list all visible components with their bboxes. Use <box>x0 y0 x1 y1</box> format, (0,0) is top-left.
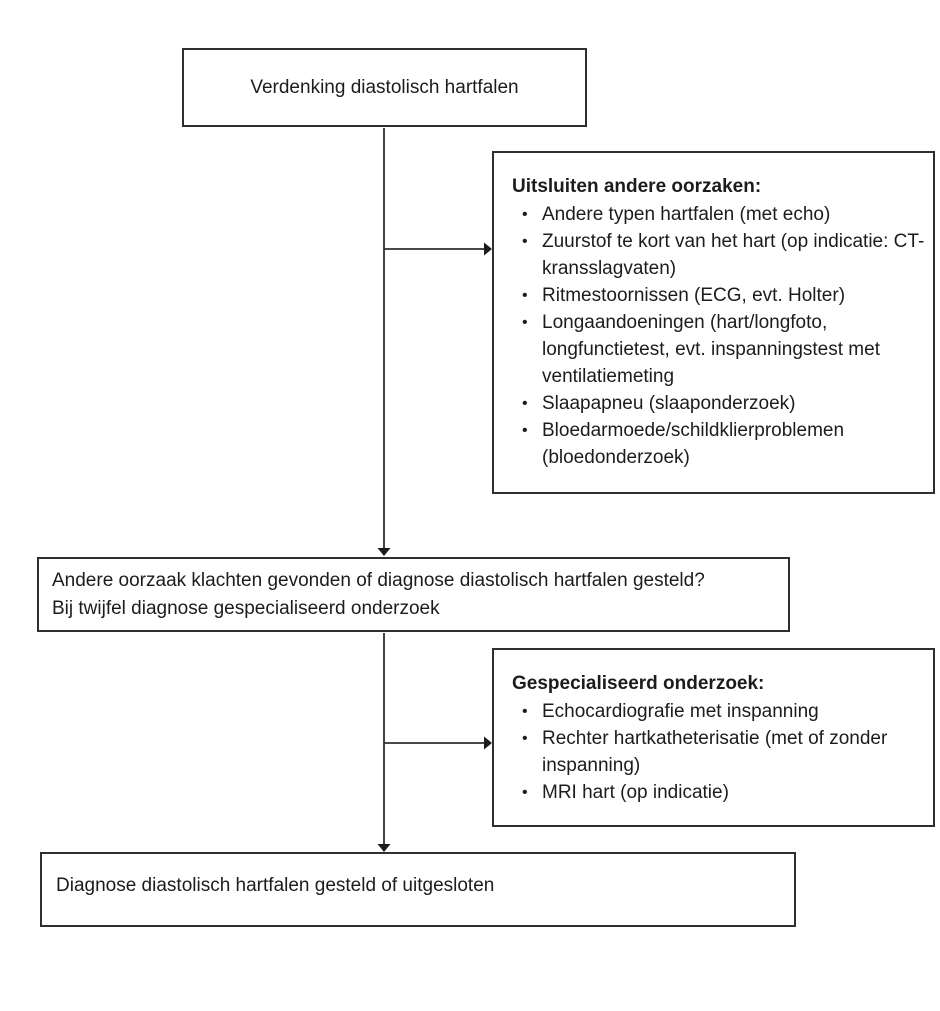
bullet-icon: • <box>522 233 528 250</box>
connector-top-to-question <box>377 128 391 556</box>
list-item-text: Longaandoeningen (hart/longfoto, longfun… <box>542 312 880 387</box>
question-box-line2: Bij twijfel diagnose gespecialiseerd ond… <box>52 598 440 619</box>
list-item: • Andere typen hartfalen (met echo) <box>512 201 927 228</box>
list-item: • MRI hart (op indicatie) <box>512 779 927 806</box>
list-item-text: Rechter hartkatheterisatie (met of zonde… <box>542 728 888 776</box>
list-item-text: Ritmestoornissen (ECG, evt. Holter) <box>542 285 846 306</box>
list-item: • Ritmestoornissen (ECG, evt. Holter) <box>512 282 927 309</box>
exclusion-box: Uitsluiten andere oorzaken: • Andere typ… <box>492 151 935 494</box>
list-item-text: Bloedarmoede/schildklierproblemen (bloed… <box>542 420 845 468</box>
start-box-verdenking: Verdenking diastolisch hartfalen <box>182 48 587 127</box>
question-box: Andere oorzaak klachten gevonden of diag… <box>37 557 790 632</box>
bullet-icon: • <box>522 395 528 412</box>
final-box-label: Diagnose diastolisch hartfalen gesteld o… <box>56 875 495 896</box>
list-item: • Bloedarmoede/schildklierproblemen (blo… <box>512 417 927 471</box>
list-item: • Rechter hartkatheterisatie (met of zon… <box>512 725 927 779</box>
list-item: • Slaapapneu (slaaponderzoek) <box>512 390 927 417</box>
bullet-icon: • <box>522 314 528 331</box>
list-item-text: Echocardiografie met inspanning <box>542 701 819 722</box>
connector-question-to-final <box>377 633 391 852</box>
bullet-icon: • <box>522 422 528 439</box>
list-item-text: Andere typen hartfalen (met echo) <box>542 204 831 225</box>
bullet-icon: • <box>522 730 528 747</box>
specialized-box: Gespecialiseerd onderzoek: • Echocardiog… <box>492 648 935 827</box>
list-item-text: Slaapapneu (slaaponderzoek) <box>542 393 796 414</box>
list-item-text: MRI hart (op indicatie) <box>542 782 729 803</box>
list-item: • Zuurstof te kort van het hart (op indi… <box>512 228 927 282</box>
specialized-box-title: Gespecialiseerd onderzoek: <box>512 673 765 694</box>
bullet-icon: • <box>522 703 528 720</box>
list-item: • Longaandoeningen (hart/longfoto, longf… <box>512 309 927 390</box>
start-box-label: Verdenking diastolisch hartfalen <box>250 77 519 98</box>
question-box-line1: Andere oorzaak klachten gevonden of diag… <box>52 570 705 591</box>
list-item: • Echocardiografie met inspanning <box>512 698 927 725</box>
connector-branch-to-exclusion <box>384 242 492 256</box>
bullet-icon: • <box>522 206 528 223</box>
exclusion-box-title: Uitsluiten andere oorzaken: <box>512 176 762 197</box>
final-box: Diagnose diastolisch hartfalen gesteld o… <box>40 852 796 927</box>
bullet-icon: • <box>522 287 528 304</box>
connector-branch-to-specialized <box>384 736 492 750</box>
list-item-text: Zuurstof te kort van het hart (op indica… <box>542 231 925 279</box>
bullet-icon: • <box>522 784 528 801</box>
